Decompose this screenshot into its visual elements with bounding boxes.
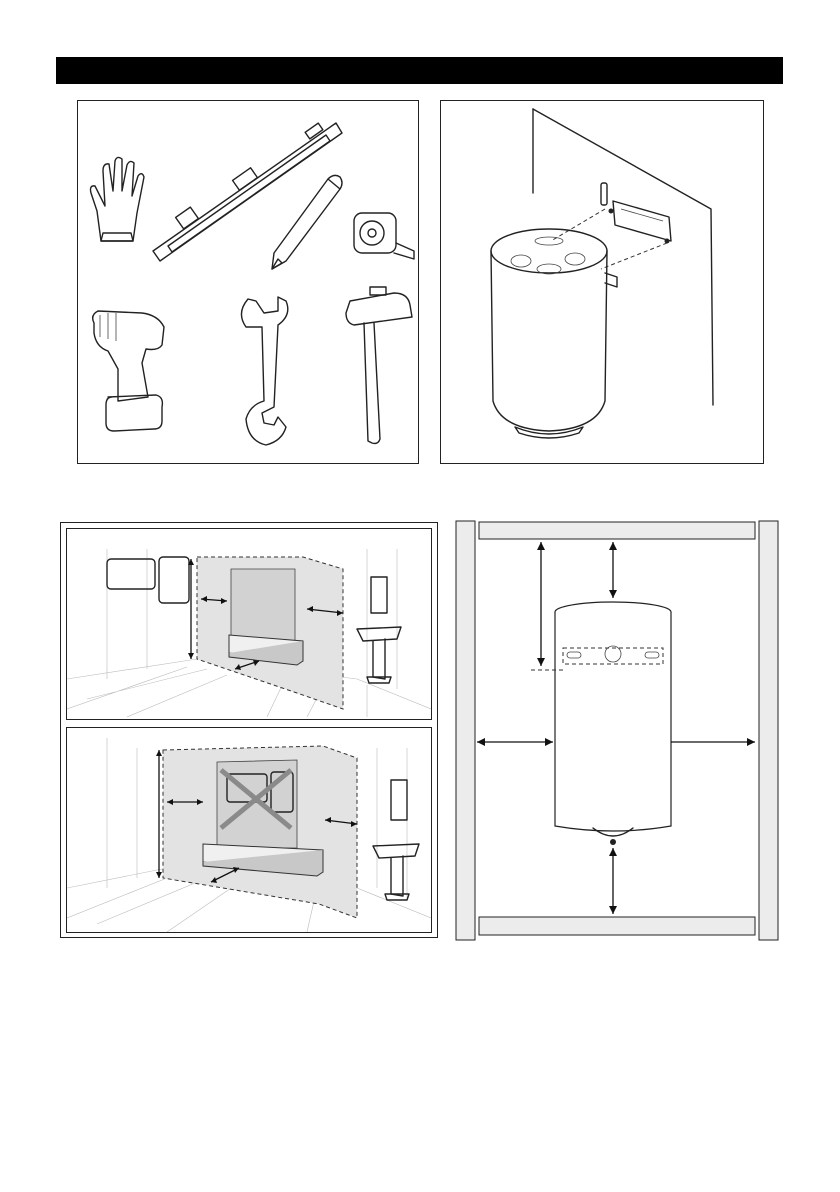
water-heater-icon (107, 557, 189, 603)
bathroom-zones-panel (60, 522, 438, 938)
pencil-icon (272, 175, 342, 269)
tape-measure-icon (354, 213, 414, 259)
ceiling-bar (479, 522, 755, 539)
right-wall-bar (759, 521, 778, 940)
tools-panel (77, 100, 419, 464)
bathroom-forbidden-view (66, 727, 432, 933)
floor-bar (479, 917, 755, 935)
washbasin-icon (373, 844, 419, 900)
spirit-level-icon (153, 123, 342, 261)
wall-edge-right (533, 109, 713, 405)
bathroom-allowed-view (66, 528, 432, 720)
wrench-icon (241, 297, 287, 445)
water-heater-icon (555, 602, 671, 845)
gloves-icon (91, 157, 145, 241)
clearances-panel (455, 520, 780, 942)
water-heater-icon (491, 229, 617, 438)
wall-mount-panel (440, 100, 764, 464)
hammer-icon (346, 287, 412, 444)
mounting-bracket-icon (609, 201, 672, 244)
mirror-icon (391, 780, 407, 820)
left-wall-bar (456, 521, 475, 940)
wall-plug-icon (601, 183, 607, 205)
washbasin-icon (357, 627, 401, 683)
mirror-icon (371, 577, 387, 613)
section-header-bar (56, 57, 783, 84)
drill-icon (93, 311, 164, 431)
